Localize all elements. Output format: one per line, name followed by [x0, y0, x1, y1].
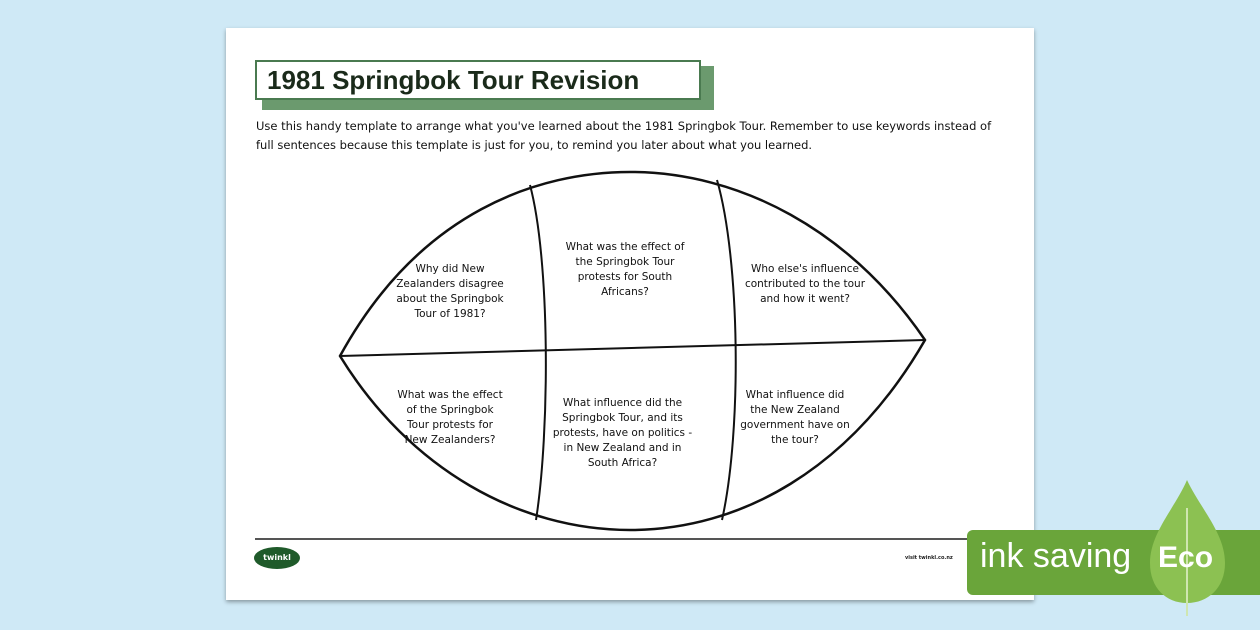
- left-divider: [529, 184, 547, 521]
- question-box[interactable]: What influence did the New Zealand gover…: [740, 389, 850, 446]
- question-box[interactable]: What influence did the Springbok Tour, a…: [552, 397, 693, 469]
- page-title: 1981 Springbok Tour Revision: [255, 60, 701, 100]
- question-box[interactable]: What was the effect of the Springbok Tou…: [397, 389, 503, 446]
- question-box[interactable]: What was the effect of the Springbok Tou…: [565, 241, 685, 298]
- worksheet-page: [226, 28, 1034, 600]
- leaf-icon: [1150, 480, 1225, 616]
- intro-text: Use this handy template to arrange what …: [256, 119, 992, 152]
- right-divider: [716, 179, 737, 521]
- footer-text: visit twinkl.co.nz: [905, 555, 953, 561]
- horizontal-divider: [339, 339, 926, 357]
- badge-label: ink saving: [980, 537, 1132, 575]
- badge-eco: Eco: [1158, 541, 1214, 574]
- footer-divider: [255, 538, 1005, 540]
- ball-outline: [338, 170, 927, 532]
- question-box[interactable]: Who else's influence contributed to the …: [744, 263, 866, 305]
- question-box[interactable]: Why did New Zealanders disagree about th…: [396, 263, 504, 320]
- twinkl-logo: twinkl: [254, 547, 300, 569]
